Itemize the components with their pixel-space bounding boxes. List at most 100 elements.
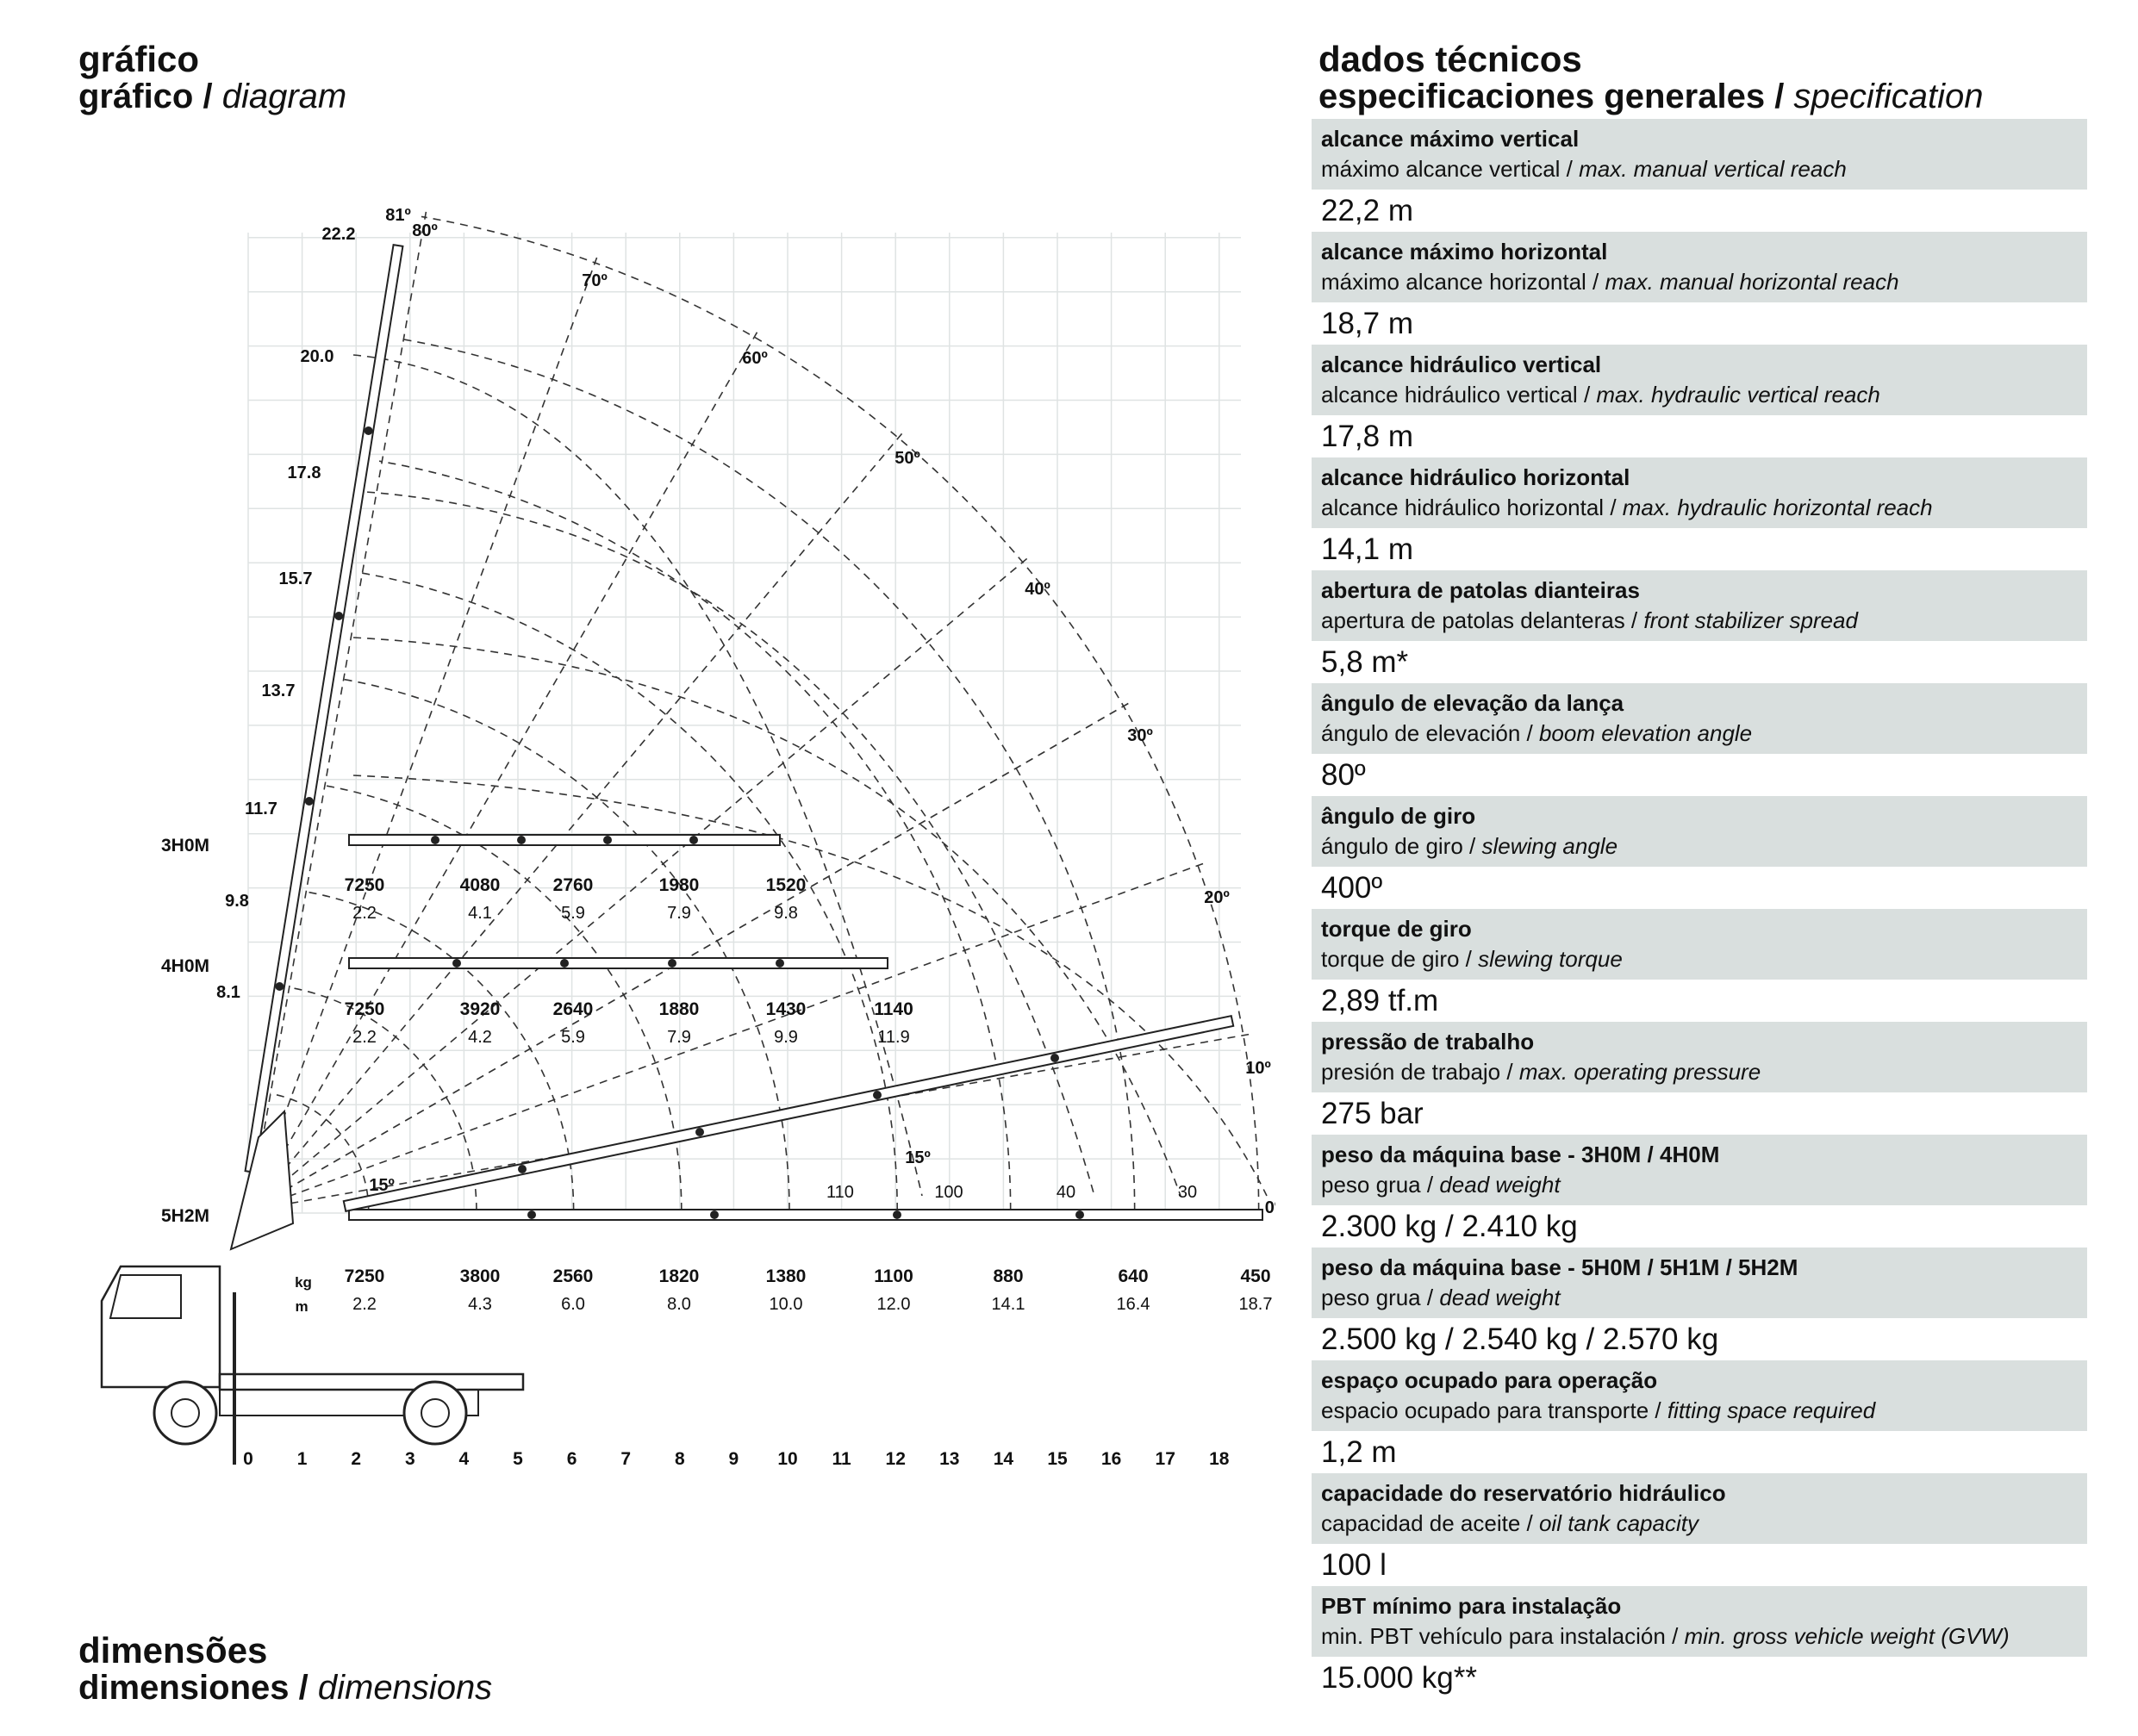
- x-axis-tick: 7: [620, 1449, 631, 1469]
- radius-arc: [400, 338, 1136, 1211]
- angle-label: 0º: [1265, 1198, 1275, 1217]
- angle-ray: [249, 206, 428, 1211]
- load-radius-value: 18.7: [1239, 1295, 1273, 1314]
- spec-sublabel: ángulo de elevación / boom elevation ang…: [1321, 720, 1753, 746]
- height-curve: [352, 637, 1181, 1197]
- spec-sublabel: capacidad de aceite / oil tank capacity: [1321, 1510, 1699, 1536]
- x-axis-tick: 1: [297, 1449, 308, 1469]
- load-radius-value: 5.9: [561, 1028, 585, 1047]
- angle-label: 15º: [905, 1148, 931, 1167]
- load-radius-value: 16.4: [1117, 1295, 1150, 1314]
- spec-label-box: PBT mínimo para instalação min. PBT vehíc…: [1312, 1586, 2087, 1657]
- load-radius-value: 4.2: [468, 1028, 492, 1047]
- x-axis-tick: 5: [513, 1449, 523, 1469]
- diagram-subtitle-en: diagram: [221, 78, 347, 115]
- angle-label: 80º: [412, 221, 438, 240]
- spec-sublabel: espacio ocupado para transporte / fittin…: [1321, 1397, 1876, 1423]
- boom-joint: [518, 1165, 527, 1173]
- angle-label: 60º: [742, 349, 768, 368]
- load-radius-value: 9.8: [774, 904, 798, 923]
- load-kg-value: 3800: [460, 1266, 501, 1286]
- spec-row: alcance máximo vertical máximo alcance ve…: [1312, 119, 2087, 232]
- chart-grid: [247, 233, 1241, 1214]
- height-label: 13.7: [262, 681, 296, 700]
- boom-5h2m-raised: [342, 1014, 1235, 1213]
- spec-sublabel: máximo alcance vertical / max. manual ve…: [1321, 156, 1847, 182]
- spec-sublabel-en: fitting space required: [1667, 1397, 1876, 1423]
- spec-label: PBT mínimo para instalação: [1321, 1593, 1622, 1619]
- spec-sublabel-es: alcance hidráulico vertical: [1321, 382, 1578, 408]
- spec-sublabel-es: peso grua: [1321, 1285, 1421, 1310]
- x-axis-tick: 0: [243, 1449, 253, 1469]
- angle-ray: [249, 700, 1134, 1211]
- truck-chassis: [219, 1389, 479, 1416]
- spec-sublabel-en: max. operating pressure: [1518, 1059, 1761, 1085]
- load-kg-value: 7250: [345, 875, 385, 895]
- model-label: 4H0M: [161, 956, 209, 976]
- angle-ray: [249, 1032, 1255, 1211]
- spec-value: 80º: [1321, 758, 1366, 792]
- diagram-subtitle: gráfico / diagram: [78, 78, 347, 115]
- spec-sublabel-en: slewing torque: [1478, 946, 1623, 972]
- load-kg-value: 1380: [766, 1266, 807, 1286]
- load-radius-value: 6.0: [561, 1295, 585, 1314]
- spec-label-box: alcance hidráulico vertical alcance hidrá…: [1312, 345, 2087, 415]
- height-curve: [352, 490, 1095, 1197]
- boom-drawings: [229, 243, 1263, 1251]
- load-kg-value: 7250: [345, 1266, 385, 1286]
- height-label: 11.7: [245, 800, 277, 818]
- spec-sublabel: ángulo de giro / slewing angle: [1321, 833, 1618, 859]
- crane-column: [229, 1109, 295, 1251]
- truck-wheel: [153, 1380, 218, 1446]
- spec-sublabel-es: min. PBT vehículo para instalación: [1321, 1623, 1666, 1649]
- spec-label: capacidade do reservatório hidráulico: [1321, 1480, 1726, 1506]
- unit-m-label: m: [295, 1298, 308, 1315]
- load-kg-value: 1980: [659, 875, 700, 895]
- specs-subtitle-en: specification: [1793, 78, 1984, 115]
- spec-label: abertura de patolas dianteiras: [1321, 577, 1640, 603]
- angle-rays: [249, 206, 1255, 1211]
- spec-sublabel-es: torque de giro: [1321, 946, 1460, 972]
- spec-row: peso da máquina base - 5H0M / 5H1M / 5H2…: [1312, 1248, 2087, 1360]
- spec-label: torque de giro: [1321, 916, 1472, 942]
- dimensions-title: dimensões: [78, 1630, 268, 1671]
- boom-joint: [560, 959, 569, 968]
- model-label: 5H2M: [161, 1206, 209, 1226]
- boom-joint: [695, 1128, 704, 1136]
- x-axis-tick: 16: [1101, 1449, 1121, 1469]
- spec-label: alcance hidráulico vertical: [1321, 352, 1602, 377]
- spec-sublabel-es: ángulo de giro: [1321, 833, 1463, 859]
- truck-wheel-hub: [421, 1398, 450, 1428]
- spec-value: 22,2 m: [1321, 194, 1413, 227]
- dimensions-subtitle: dimensiones / dimensions: [78, 1669, 493, 1707]
- radius-arc: [322, 784, 683, 1211]
- load-kg-value: 1100: [874, 1266, 913, 1286]
- spec-sublabel-es: peso grua: [1321, 1172, 1421, 1198]
- boom-joint: [1075, 1210, 1084, 1219]
- x-axis-tick: 17: [1156, 1449, 1175, 1469]
- boom-joint: [873, 1091, 882, 1099]
- load-kg-value: 1520: [766, 875, 807, 895]
- spec-label: alcance máximo vertical: [1321, 126, 1580, 152]
- x-axis-tick: 8: [675, 1449, 685, 1469]
- truck-bed: [218, 1372, 525, 1391]
- inner-label: 110: [826, 1183, 854, 1202]
- load-radius-value: 4.3: [468, 1295, 492, 1314]
- load-kg-value: 640: [1118, 1266, 1148, 1286]
- spec-sublabel: presión de trabajo / max. operating pres…: [1321, 1059, 1761, 1085]
- inner-label: 40: [1057, 1183, 1075, 1202]
- angle-ray: [249, 554, 1032, 1211]
- radius-arc: [378, 460, 1012, 1211]
- inner-label: 100: [934, 1183, 963, 1202]
- angle-label: 20º: [1204, 888, 1230, 907]
- angle-ray: [249, 252, 600, 1211]
- height-label: 20.0: [301, 347, 334, 366]
- spec-label: alcance máximo horizontal: [1321, 239, 1608, 264]
